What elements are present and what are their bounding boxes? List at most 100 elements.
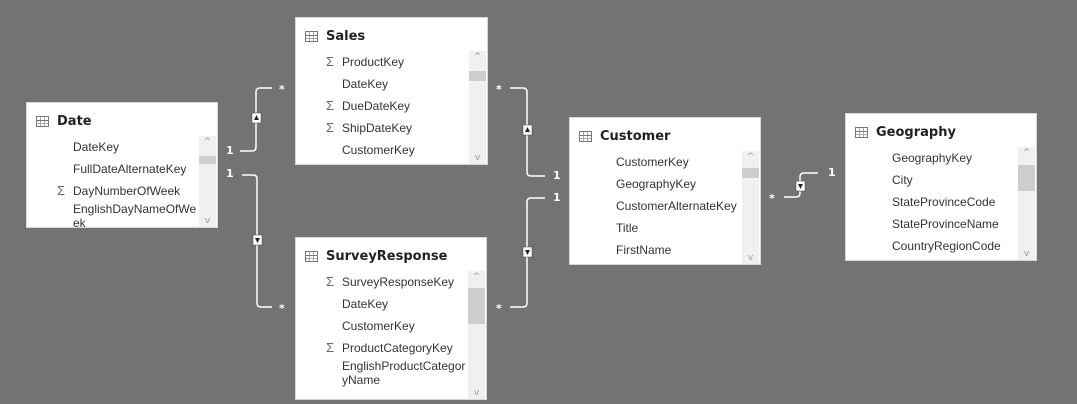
- field-list: Σ ProductKey DateKey Σ DueDateKey Σ Ship…: [296, 51, 467, 161]
- field-row[interactable]: Σ DayNumberOfWeek: [27, 180, 197, 202]
- table-card-geography[interactable]: Geography GeographyKey City StateProvinc…: [845, 113, 1037, 261]
- scroll-up-icon[interactable]: ^: [473, 52, 482, 62]
- field-name: CustomerKey: [342, 143, 415, 157]
- sigma-icon: Σ: [325, 340, 335, 355]
- sigma-icon: Σ: [56, 183, 66, 198]
- scroll-down-icon[interactable]: v: [1023, 249, 1030, 259]
- field-row[interactable]: DateKey: [27, 136, 197, 158]
- field-list: GeographyKey City StateProvinceCode Stat…: [846, 147, 1016, 257]
- field-name: DateKey: [73, 140, 120, 154]
- table-icon: [855, 126, 868, 138]
- table-header[interactable]: Customer: [579, 126, 670, 146]
- scrollbar[interactable]: ^ v: [468, 271, 485, 399]
- field-list: CustomerKey GeographyKey CustomerAlterna…: [570, 151, 740, 261]
- field-row[interactable]: Σ ProductCategoryKey: [296, 337, 466, 359]
- cardinality-label: 1: [553, 191, 561, 204]
- sigma-icon: Σ: [325, 274, 335, 289]
- table-icon: [305, 250, 318, 262]
- field-row[interactable]: FullDateAlternateKey: [27, 158, 197, 180]
- field-row[interactable]: DateKey: [296, 293, 466, 315]
- field-row[interactable]: GeographyKey: [846, 147, 1016, 169]
- field-row[interactable]: Σ ShipDateKey: [296, 117, 467, 139]
- scroll-down-icon[interactable]: v: [747, 253, 754, 263]
- field-list: Σ SurveyResponseKey DateKey CustomerKey …: [296, 271, 466, 388]
- field-row[interactable]: EnglishProductCategoryName: [296, 359, 466, 387]
- cardinality-label: 1: [226, 167, 234, 180]
- field-row[interactable]: StateProvinceName: [846, 213, 1016, 235]
- field-name: ProductKey: [342, 55, 405, 69]
- field-name: SurveyResponseKey: [342, 275, 455, 289]
- field-row[interactable]: GeographyKey: [570, 173, 740, 195]
- field-row[interactable]: DateKey: [296, 73, 467, 95]
- table-card-sales[interactable]: Sales Σ ProductKey DateKey Σ DueDateKey …: [295, 17, 488, 165]
- field-row[interactable]: CountryRegionCode: [846, 235, 1016, 257]
- sigma-icon: Σ: [325, 98, 335, 113]
- table-title: Date: [57, 113, 92, 129]
- scroll-down-icon[interactable]: v: [474, 153, 481, 163]
- field-row[interactable]: Title: [570, 217, 740, 239]
- field-row[interactable]: CustomerKey: [296, 315, 466, 337]
- table-card-customer[interactable]: Customer CustomerKey GeographyKey Custom…: [569, 117, 761, 265]
- table-title: Geography: [876, 124, 956, 140]
- table-card-date[interactable]: Date DateKey FullDateAlternateKey Σ DayN…: [26, 102, 218, 228]
- field-name: DateKey: [342, 77, 389, 91]
- table-header[interactable]: SurveyResponse: [305, 246, 447, 266]
- field-row[interactable]: FirstName: [570, 239, 740, 261]
- field-row[interactable]: Σ DueDateKey: [296, 95, 467, 117]
- field-name: EnglishDayNameOfWeek: [73, 202, 197, 228]
- field-name: City: [892, 173, 913, 187]
- field-name: StateProvinceName: [892, 217, 999, 231]
- scrollbar-thumb[interactable]: [469, 71, 486, 81]
- scrollbar[interactable]: ^ v: [199, 136, 216, 227]
- scroll-up-icon[interactable]: ^: [203, 137, 212, 147]
- cardinality-label: *: [279, 83, 285, 96]
- field-row[interactable]: StateProvinceCode: [846, 191, 1016, 213]
- field-name: CustomerAlternateKey: [616, 199, 737, 213]
- scrollbar[interactable]: ^ v: [742, 151, 759, 264]
- cardinality-label: *: [496, 83, 502, 96]
- field-name: DayNumberOfWeek: [73, 184, 181, 198]
- field-row[interactable]: CustomerKey: [570, 151, 740, 173]
- field-name: CustomerKey: [616, 155, 689, 169]
- field-name: GeographyKey: [892, 151, 973, 165]
- field-name: ProductCategoryKey: [342, 341, 453, 355]
- table-icon: [305, 30, 318, 42]
- field-row[interactable]: Σ ProductKey: [296, 51, 467, 73]
- scroll-up-icon[interactable]: ^: [746, 152, 755, 162]
- table-header[interactable]: Date: [36, 111, 92, 131]
- scroll-down-icon[interactable]: v: [473, 388, 480, 398]
- table-card-survey[interactable]: SurveyResponse Σ SurveyResponseKey DateK…: [295, 237, 487, 400]
- scrollbar-thumb[interactable]: [199, 156, 216, 164]
- sigma-icon: Σ: [325, 120, 335, 135]
- scrollbar[interactable]: ^ v: [469, 51, 486, 164]
- table-title: Sales: [326, 28, 366, 44]
- table-title: SurveyResponse: [326, 248, 448, 264]
- field-name: ShipDateKey: [342, 121, 413, 135]
- scrollbar[interactable]: ^ v: [1018, 147, 1035, 260]
- scrollbar-thumb[interactable]: [742, 168, 759, 178]
- field-name: EnglishProductCategoryName: [342, 359, 466, 387]
- field-row[interactable]: CustomerKey: [296, 139, 467, 161]
- table-header[interactable]: Sales: [305, 26, 365, 46]
- field-row[interactable]: EnglishDayNameOfWeek: [27, 202, 197, 228]
- scrollbar-thumb[interactable]: [1018, 165, 1035, 191]
- field-row[interactable]: CustomerAlternateKey: [570, 195, 740, 217]
- scroll-up-icon[interactable]: ^: [1022, 148, 1031, 158]
- field-row[interactable]: City: [846, 169, 1016, 191]
- table-header[interactable]: Geography: [855, 122, 956, 142]
- field-list: DateKey FullDateAlternateKey Σ DayNumber…: [27, 136, 197, 228]
- field-name: FirstName: [616, 243, 672, 257]
- field-name: DueDateKey: [342, 99, 411, 113]
- field-name: StateProvinceCode: [892, 195, 996, 209]
- cardinality-label: 1: [828, 166, 836, 179]
- cardinality-label: *: [279, 302, 285, 315]
- table-icon: [36, 115, 49, 127]
- field-name: DateKey: [342, 297, 389, 311]
- field-row[interactable]: Σ SurveyResponseKey: [296, 271, 466, 293]
- table-icon: [579, 130, 592, 142]
- scroll-up-icon[interactable]: ^: [472, 272, 481, 282]
- scrollbar-thumb[interactable]: [468, 288, 485, 324]
- scroll-down-icon[interactable]: v: [204, 216, 211, 226]
- cardinality-label: *: [769, 192, 775, 205]
